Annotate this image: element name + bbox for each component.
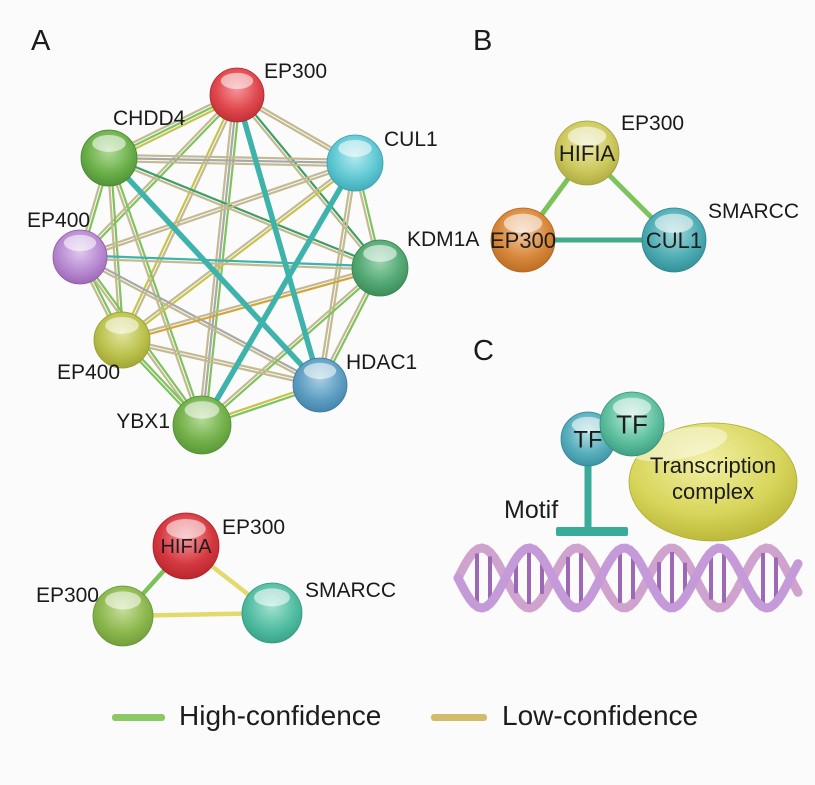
node-label-hifia_b: EP300	[621, 112, 684, 135]
node-gloss-ep300	[220, 72, 254, 90]
node-label-hdac1: HDAC1	[346, 351, 417, 374]
edge-chdd4-cul1	[107, 156, 357, 165]
node-label-cul1: CUL1	[384, 128, 438, 151]
node-gloss-chdd4	[92, 135, 126, 152]
low-confidence-label: Low-confidence	[502, 700, 699, 731]
edge-ep400p-hdac1	[78, 257, 321, 388]
edge-chdd4-ybx1	[109, 156, 205, 426]
panel-b-letter: B	[473, 25, 493, 57]
node-gloss-ep300g	[105, 591, 141, 610]
node-gloss-hdac1	[303, 362, 337, 380]
transcription-complex-line1: Transcription	[650, 453, 776, 478]
edge-cul1-hdac1	[317, 161, 355, 386]
node-gloss-hifia2	[166, 518, 206, 539]
node-label-chdd4: CHDD4	[113, 107, 186, 130]
node-gloss-hifia_b	[567, 126, 607, 146]
edge-kdm1a-ep400y	[120, 265, 381, 340]
node-label-ep300g: EP300	[36, 584, 99, 607]
edge-chdd4-ep400y	[106, 157, 122, 342]
edge-kdm1a-ybx1	[201, 268, 383, 428]
transcription-complex-line2: complex	[672, 479, 754, 504]
edge-ep400y-hdac1	[121, 337, 322, 385]
node-gloss-smarcc2	[254, 588, 290, 607]
edge-ep400p-kdm1a	[78, 254, 382, 268]
edge-ep300-ep400y	[122, 94, 240, 342]
edge-ep400p-kdm1a	[78, 257, 382, 271]
low-confidence-line-swatch	[431, 714, 487, 721]
node-inner-label-hifia_b: HIFIA	[559, 141, 616, 166]
edge-chdd4-cul1	[107, 153, 357, 161]
node-inner-label-ep300b: EP300	[490, 228, 556, 253]
high-confidence-label: High-confidence	[179, 700, 382, 731]
edge-ep400y-hdac1	[120, 340, 321, 388]
edge-kdm1a-ep400y	[121, 268, 382, 343]
node-gloss-ep400p	[63, 234, 97, 252]
edge-cul1-ybx1	[199, 160, 358, 428]
motif-label: Motif	[504, 496, 559, 524]
node-label-hifia2: EP300	[222, 516, 285, 539]
edge-chdd4-hdac1	[106, 155, 323, 388]
panel-a-letter: A	[31, 25, 51, 57]
node-label-ep400y: EP400	[57, 361, 120, 384]
node-inner-label-tf-small: TF	[573, 427, 602, 454]
node-gloss-ybx1	[184, 401, 220, 419]
node-inner-label-tf-large: TF	[616, 409, 648, 439]
edge-cul1-hdac1	[320, 162, 358, 387]
node-gloss-cul1	[338, 140, 372, 157]
node-gloss-tf-small	[571, 416, 605, 434]
edge-kdm1a-ybx1	[199, 265, 381, 425]
node-gloss-tf-large	[612, 397, 652, 417]
node-gloss-ep300b	[503, 213, 543, 233]
node-label-ybx1: YBX1	[116, 410, 170, 433]
edge-ep300-hdac1	[234, 92, 323, 388]
high-confidence-line-swatch	[112, 714, 165, 721]
edge-cul1-ep400y	[121, 163, 358, 343]
edge-ep300-ep400y	[119, 93, 237, 341]
transcription-complex-ellipse	[628, 422, 798, 542]
node-label-cul1b: SMARCC	[708, 200, 799, 223]
edge-cul1-ep400y	[119, 160, 356, 340]
edge-chdd4-cul1	[107, 160, 357, 168]
node-gloss-cul1b	[654, 213, 694, 233]
edge-chdd4-kdm1a	[108, 155, 382, 268]
dna-strand-front	[453, 543, 803, 613]
node-label-ep400p: EP400	[27, 209, 90, 232]
node-label-ep300: EP300	[264, 60, 327, 83]
node-inner-label-cul1b: CUL1	[646, 228, 702, 253]
panel-c-letter: C	[473, 335, 494, 367]
edge-ep300-kdm1a	[234, 94, 380, 271]
node-gloss-kdm1a	[363, 245, 397, 262]
node-label-kdm1a: KDM1A	[407, 228, 479, 251]
node-inner-label-hifia2: HIFIA	[160, 536, 212, 558]
edge-chdd4-kdm1a	[107, 158, 381, 271]
node-label-smarcc2: SMARCC	[305, 579, 396, 602]
motif-inhibitor-bar	[556, 527, 628, 536]
edge-cul1-ep400p	[78, 160, 356, 257]
edge-chdd4-ybx1	[106, 157, 202, 427]
node-gloss-ep400y	[105, 317, 139, 334]
edge-cul1-ep400p	[79, 163, 357, 260]
